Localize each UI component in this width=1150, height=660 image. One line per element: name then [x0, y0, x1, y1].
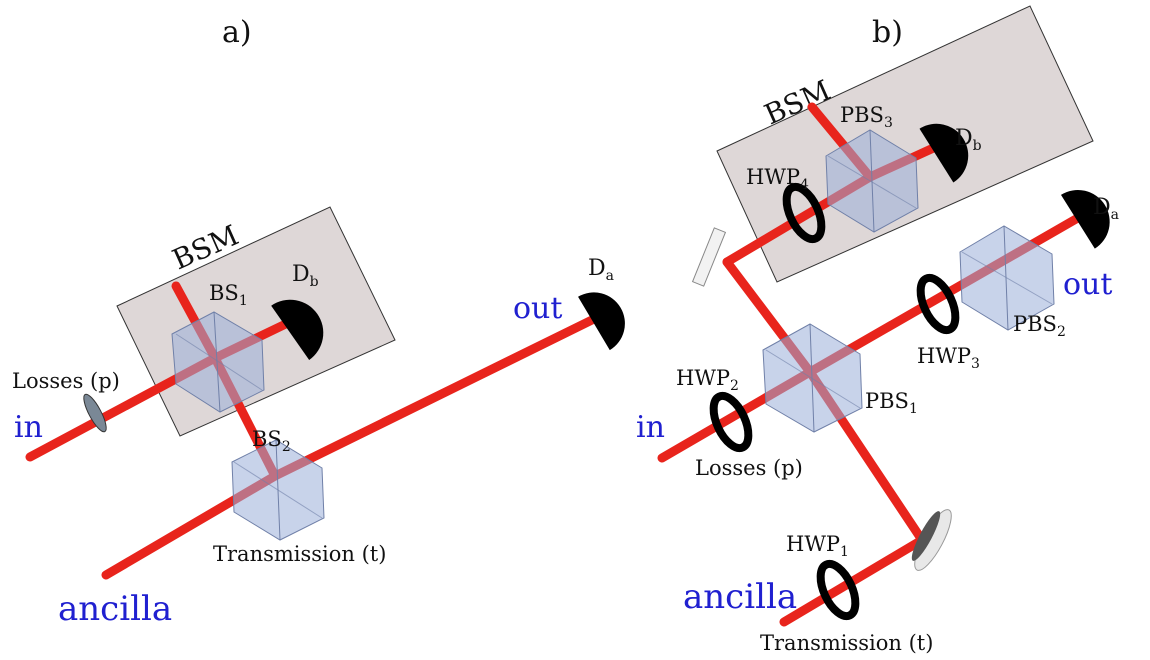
hwp1-label: HWP1: [786, 532, 849, 560]
detector-db-b: [919, 123, 969, 183]
in-label-b: in: [636, 410, 665, 445]
hwp-rings: [709, 182, 960, 621]
beam-out-a: [270, 313, 601, 481]
hwp3-ring: [916, 273, 960, 335]
pbs2-label: PBS2: [1013, 312, 1066, 340]
ancilla-label-a: ancilla: [58, 589, 172, 629]
hwp4-ring: [782, 182, 826, 244]
detector-db-a: [271, 299, 324, 360]
bs1-cube: [171, 311, 265, 413]
mirror-lower-shade: [911, 511, 941, 561]
losses-plate-a: [83, 393, 107, 433]
bsm-box-a: [116, 206, 396, 437]
pbs1-cube: [762, 323, 863, 433]
panel-a-caption: a): [222, 15, 252, 50]
bs2-label: BS2: [252, 427, 291, 455]
da-label-a: Da: [588, 256, 614, 284]
detector-da-b: [1060, 189, 1110, 249]
detector-da-a: [578, 292, 625, 351]
hwp2-ring: [709, 391, 753, 453]
db-label-a: Db: [292, 262, 319, 290]
panel-a: a) BSM BS1 BS: [12, 15, 625, 629]
ancilla-label-b: ancilla: [683, 577, 797, 617]
hwp1-ring: [816, 559, 860, 621]
bs2-cube: [231, 439, 325, 541]
losses-label-a: Losses (p): [12, 369, 120, 393]
pbs1-label: PBS1: [865, 389, 918, 417]
transmission-label-a: Transmission (t): [213, 542, 386, 566]
bs1-label: BS1: [209, 281, 248, 309]
out-label-a: out: [513, 291, 562, 326]
panel-b: b) BSM: [636, 5, 1119, 655]
in-label-a: in: [14, 410, 43, 445]
out-label-b: out: [1063, 267, 1112, 302]
panel-b-caption: b): [872, 15, 903, 50]
hwp4-label: HWP4: [746, 165, 809, 193]
pbs3-cube: [825, 129, 919, 233]
da-label-b: Da: [1093, 195, 1119, 223]
transmission-label-b: Transmission (t): [760, 631, 933, 655]
db-label-b: Db: [955, 126, 982, 154]
losses-label-b: Losses (p): [695, 456, 803, 480]
hwp3-label: HWP3: [917, 344, 980, 372]
pbs3-label: PBS3: [840, 103, 893, 131]
mirror-upper: [691, 227, 727, 287]
pbs2-cube: [959, 225, 1055, 331]
hwp2-label: HWP2: [676, 366, 739, 394]
